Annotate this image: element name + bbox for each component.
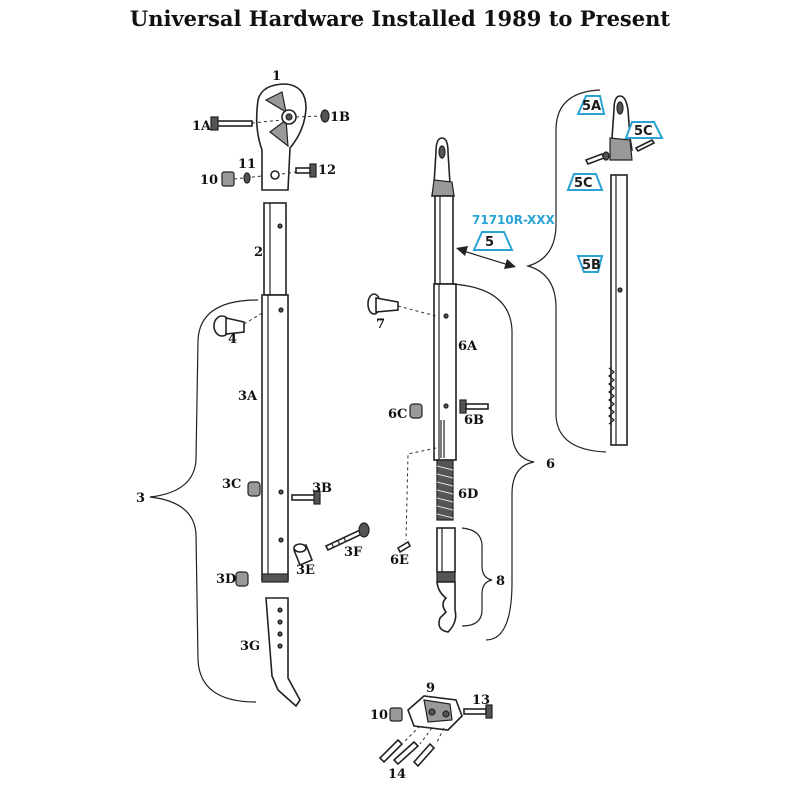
label-11: 11 [238,157,256,172]
part-3f-bolt [324,522,370,552]
label-6c: 6C [388,407,407,422]
tag-5b [576,255,604,273]
label-5: 5 [485,235,494,250]
part-1-bracket [255,83,307,191]
label-5a: 5A [582,99,601,114]
label-13: 13 [472,693,490,708]
label-10-bottom: 10 [370,708,388,723]
tag-5c-top [624,121,664,139]
part-6d-spring [436,459,454,521]
label-3c: 3C [222,477,241,492]
label-7: 7 [376,317,385,332]
label-3a: 3A [238,389,258,404]
arrow-5 [456,246,516,269]
label-1a: 1A [192,119,212,134]
part-12-bolt [281,163,317,178]
part-6b-bolt [459,399,489,414]
label-3d: 3D [216,572,236,587]
label-6b: 6B [464,413,484,428]
tag-5c-bottom [566,173,604,191]
part-11-washer [243,172,251,184]
label-2: 2 [254,245,263,260]
part-3b-bolt [291,490,321,505]
part-2-upper-tube [263,202,287,296]
part-number-label: 71710R-XXX [472,213,555,227]
part-6c-nut [409,403,423,419]
label-6: 6 [546,457,555,472]
label-1b: 1B [330,110,350,125]
part-1a-bolt [210,116,283,131]
label-9: 9 [426,681,435,696]
part-5c-screw-top [634,138,656,153]
label-3g: 3G [240,639,260,654]
part-3a-lower-tube [261,294,289,583]
part-10-nut-bottom [389,707,403,722]
label-5c-bottom: 5C [574,176,593,191]
label-5c-top: 5C [634,124,653,139]
label-1: 1 [272,69,281,84]
part-6-top-eye [431,137,456,197]
part-8-lower-end [436,527,457,633]
label-8: 8 [496,574,505,589]
part-6a-tube [433,283,457,461]
label-3f: 3F [344,545,363,560]
part-5c-screw-left [584,151,610,166]
part-1b-washer [295,109,330,123]
part-3c-nut [247,481,261,497]
tag-5a [576,95,606,115]
label-3b: 3B [312,481,332,496]
brace-5 [525,89,607,453]
brace-3 [149,299,259,703]
part-4-cap [213,311,265,337]
label-6a: 6A [458,339,478,354]
part-5b-tube [608,174,628,446]
brace-6 [451,283,535,641]
label-4: 4 [228,332,237,347]
brace-8 [461,527,493,627]
part-7-cap [367,293,437,317]
part-6e-pin [396,447,437,554]
part-3g-bracket [265,597,301,708]
diagram-title: Universal Hardware Installed 1989 to Pre… [129,6,671,31]
label-10-top: 10 [200,173,218,188]
label-14: 14 [388,767,406,782]
label-6e: 6E [390,553,409,568]
part-3d-nut [235,571,249,587]
label-5b: 5B [582,258,601,273]
label-3: 3 [136,491,145,506]
part-13-bolt [463,704,493,719]
part-9-plate [407,695,463,731]
label-12: 12 [318,163,336,178]
tag-5 [472,231,514,251]
label-3e: 3E [296,563,315,578]
part-14-screws [378,725,445,768]
label-6d: 6D [458,487,478,502]
part-5-tube [434,195,454,285]
part-10-nut-top [221,171,263,187]
part-3e-spacer [292,543,314,567]
